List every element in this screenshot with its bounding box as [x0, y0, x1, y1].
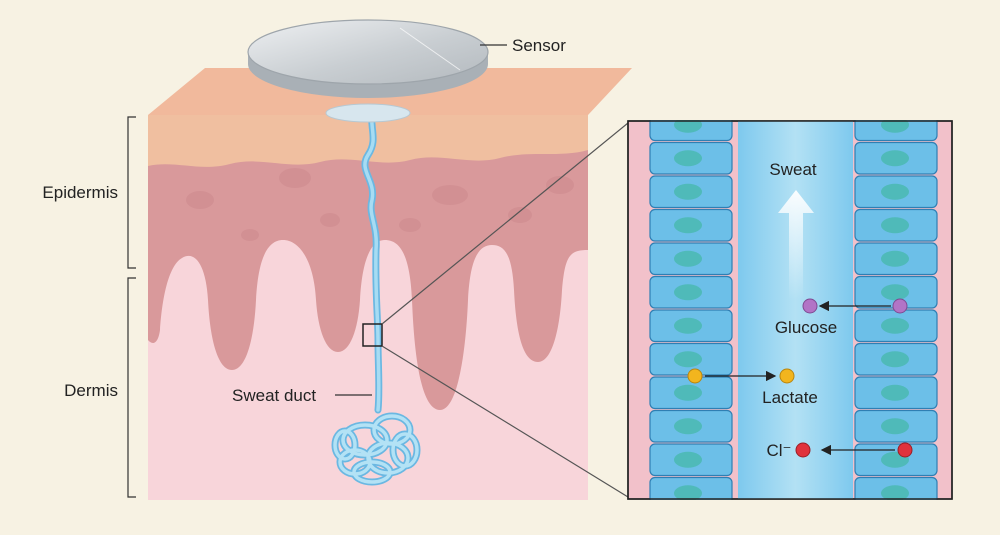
glucose-label: Glucose	[775, 318, 837, 337]
zoom-lines	[381, 122, 629, 498]
cell-nucleus	[674, 418, 702, 435]
layer-brackets	[127, 116, 136, 498]
chloride-ion-cell	[897, 442, 913, 458]
cell-nucleus	[674, 451, 702, 468]
epidermis-layer	[148, 115, 588, 410]
cell-nucleus	[674, 150, 702, 167]
lactate-molecule-lumen	[779, 368, 795, 384]
cell-nucleus	[881, 250, 909, 267]
glucose-molecule-cell	[892, 298, 908, 314]
zoom-panel-border	[627, 120, 953, 500]
cell-nucleus	[881, 284, 909, 301]
epidermis-texture	[186, 168, 574, 241]
epidermis-upper-band	[148, 115, 588, 167]
sweat-label: Sweat	[769, 160, 817, 179]
chloride-label: Cl⁻	[766, 441, 791, 460]
cell-nucleus	[881, 485, 909, 502]
duct-lumen	[738, 121, 853, 499]
sweat-duct-label: Sweat duct	[232, 386, 316, 405]
cell-nucleus	[881, 217, 909, 234]
cell-nucleus	[674, 217, 702, 234]
cell-nucleus	[881, 150, 909, 167]
lactate-molecule-cell	[687, 368, 703, 384]
right-cell-column	[854, 108, 938, 510]
dermis-label: Dermis	[64, 381, 118, 400]
panel-mask-top	[628, 100, 952, 120]
sensor-disk	[247, 19, 489, 123]
skin-block	[148, 68, 632, 500]
cell-nucleus	[881, 384, 909, 401]
cell-nucleus	[674, 317, 702, 334]
chloride-ion-lumen	[795, 442, 811, 458]
zoom-box	[362, 323, 383, 347]
zoom-panel: Sweat Glucose Lactate Cl⁻	[627, 100, 953, 535]
cell-nucleus	[881, 183, 909, 200]
cell-nucleus	[881, 418, 909, 435]
epidermis-label: Epidermis	[42, 183, 118, 202]
cell-nucleus	[881, 317, 909, 334]
cell-nucleus	[674, 351, 702, 368]
cell-nucleus	[674, 384, 702, 401]
cell-nucleus	[674, 485, 702, 502]
cell-nucleus	[674, 250, 702, 267]
cell-nucleus	[881, 351, 909, 368]
panel-mask-bottom	[628, 500, 952, 535]
cell-nucleus	[674, 284, 702, 301]
sensor-label: Sensor	[512, 36, 566, 55]
lactate-label: Lactate	[762, 388, 818, 407]
glucose-molecule-lumen	[802, 298, 818, 314]
sweat-flow-arrow	[778, 190, 814, 300]
sweat-gland-coil	[331, 412, 421, 486]
cell-nucleus	[674, 183, 702, 200]
sweat-duct	[331, 108, 421, 486]
